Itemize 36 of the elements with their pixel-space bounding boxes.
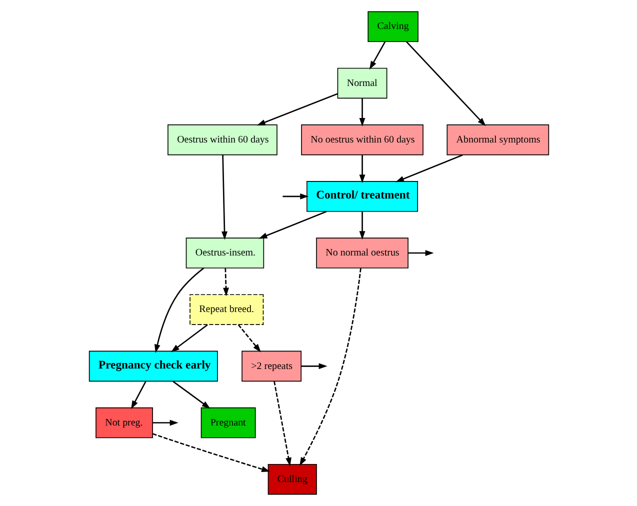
- arrow: [258, 210, 326, 239]
- arrow: [406, 41, 486, 126]
- node-box: Pregnant: [200, 407, 256, 438]
- arrow: [300, 363, 327, 370]
- arrow: [368, 42, 386, 70]
- node-box: Control/ treatment: [306, 181, 418, 212]
- arrow: [395, 154, 462, 182]
- node-box: No oestrus within 60 days: [300, 124, 423, 156]
- arrow: [273, 381, 291, 466]
- arrow: [154, 268, 204, 354]
- node-box: >2 repeats: [241, 350, 302, 382]
- arrow: [282, 193, 308, 200]
- node-box: Not preg.: [95, 407, 152, 438]
- node-box: Pregnancy check early: [88, 350, 218, 382]
- node-box: Calving: [367, 11, 418, 42]
- arrow: [358, 155, 365, 184]
- arrow: [237, 324, 260, 352]
- node-box: Abnormal symptoms: [446, 124, 549, 156]
- arrow: [299, 268, 361, 466]
- arrow: [358, 212, 365, 240]
- arrow: [222, 268, 228, 296]
- arrow: [172, 380, 210, 409]
- arrow: [408, 250, 434, 256]
- node-box: No normal oestrus: [316, 238, 408, 268]
- arrow: [358, 98, 365, 126]
- node-box: Oestrus within 60 days: [167, 124, 277, 156]
- arrow: [170, 324, 208, 352]
- arrow: [221, 154, 227, 240]
- arrow: [152, 420, 178, 426]
- node-box: Oestrus-insem.: [185, 238, 264, 268]
- node-box: Repeat breed.: [189, 294, 264, 325]
- arrow: [130, 381, 146, 410]
- arrow: [256, 93, 338, 126]
- node-box: Culling: [267, 464, 316, 495]
- node-box: Normal: [336, 68, 387, 99]
- arrow: [152, 433, 270, 472]
